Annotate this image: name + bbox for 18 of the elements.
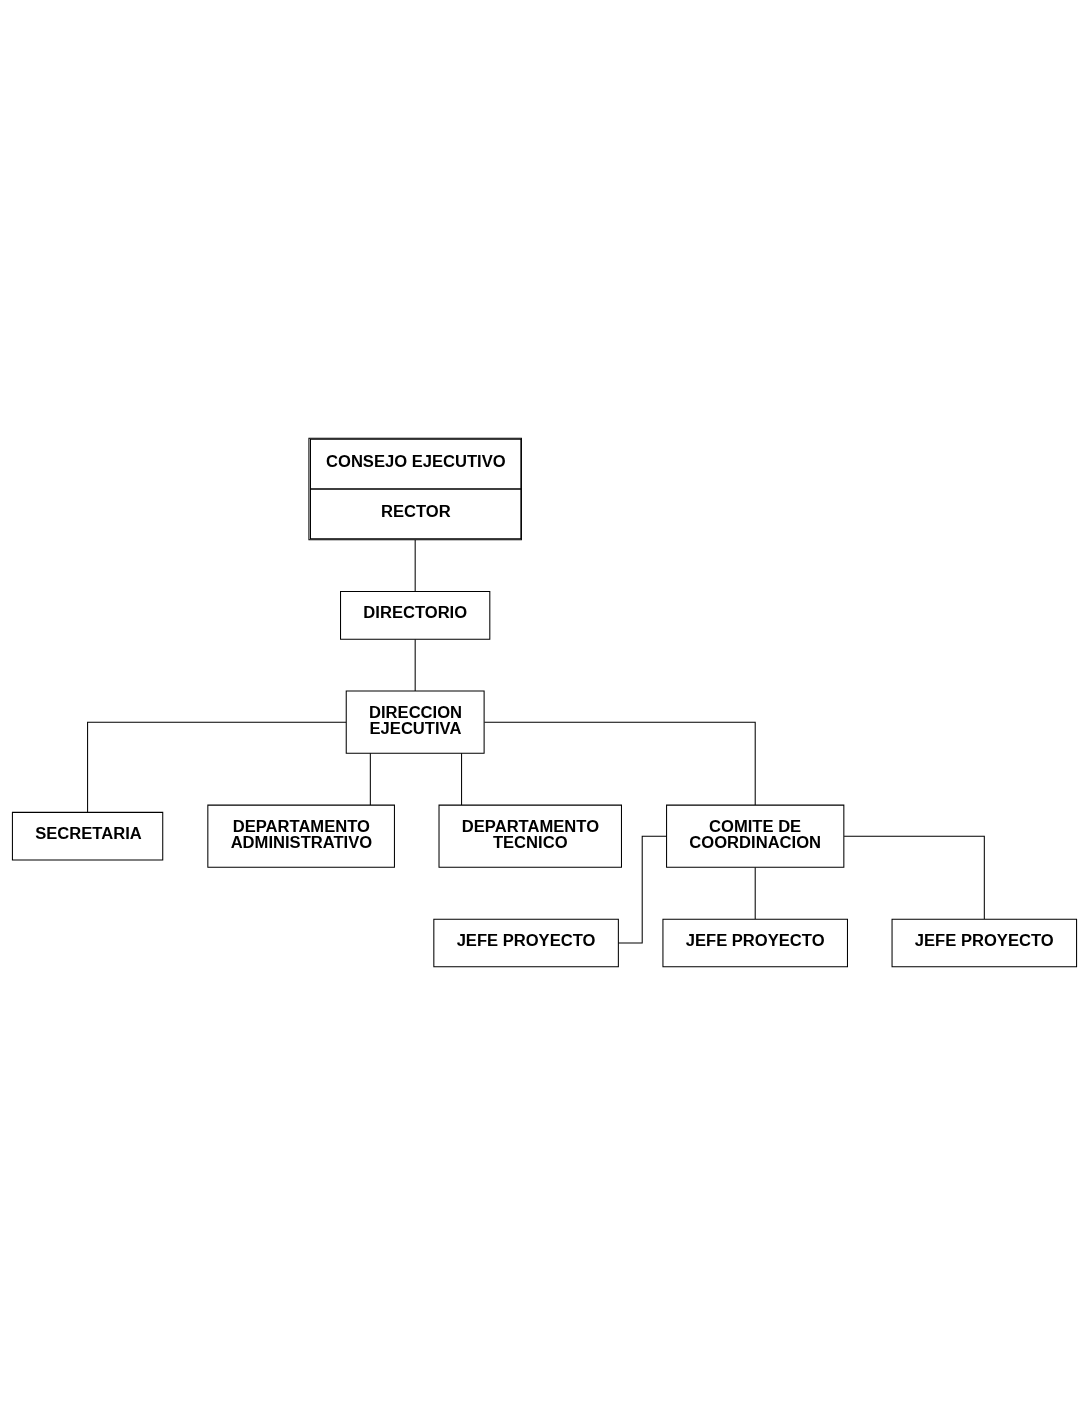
node-box: DIRECCION EJECUTIVA: [345, 690, 485, 754]
connector: [369, 752, 371, 806]
node-box: JEFE PROYECTO: [662, 918, 848, 967]
connector: [461, 752, 463, 806]
node-box: DEPARTAMENTO TECNICO: [438, 804, 622, 868]
connector: [843, 835, 985, 920]
node-box: SECRETARIA: [11, 811, 164, 861]
connector: [483, 721, 756, 806]
connector: [87, 721, 347, 813]
connector: [617, 835, 667, 944]
connector: [754, 866, 756, 920]
node-box: DEPARTAMENTO ADMINISTRATIVO: [207, 804, 395, 868]
connector: [414, 539, 416, 592]
node-box: COMITE DE COORDINACION: [666, 804, 845, 868]
node-box: DIRECTORIO: [340, 590, 491, 640]
node-box: JEFE PROYECTO: [433, 918, 619, 967]
node-box: JEFE PROYECTO: [891, 918, 1078, 967]
connector: [414, 638, 416, 692]
